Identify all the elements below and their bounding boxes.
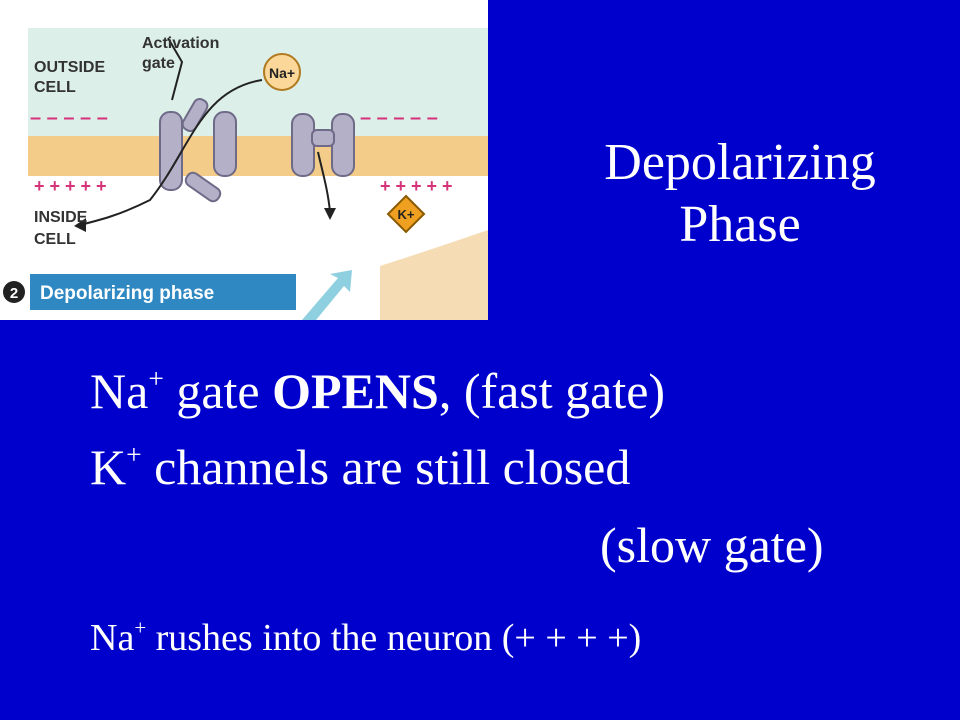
slow-gate-note: (slow gate) [600, 517, 824, 573]
step-number: 2 [10, 285, 18, 302]
line1-text-b: , (fast gate) [438, 363, 666, 419]
outside-cell-region [28, 28, 488, 136]
k-channel-left-subunit [291, 113, 315, 177]
step-banner [30, 274, 296, 310]
line1-text-a: gate [163, 363, 273, 419]
k-ion [386, 194, 426, 234]
inside-label-1: INSIDE [34, 209, 88, 226]
outside-label-2: CELL [34, 79, 76, 96]
slide-title: Depolarizing Phase [560, 132, 920, 256]
outside-charges-right: – – – – – [360, 107, 438, 129]
step-number-badge [3, 281, 25, 303]
na-symbol: Na [90, 363, 149, 419]
line4-text: rushes into the neuron (+ + + +) [146, 617, 642, 659]
k-ion-label: K+ [398, 207, 415, 222]
na-charge-2: + [134, 615, 147, 640]
line2-text: channels are still closed [141, 439, 631, 495]
activation-pointer [167, 37, 184, 101]
k-flow-arrow [317, 151, 331, 213]
na-flow-arrow [79, 79, 263, 226]
membrane-band [28, 136, 488, 176]
title-line-2: Phase [679, 196, 801, 253]
k-charge: + [126, 438, 142, 470]
k-channel-gate [311, 129, 335, 147]
na-channel-left-subunit [159, 111, 183, 191]
ion-channel-diagram: – – – – – – – – – – + + + + + + + + + + … [3, 28, 488, 320]
trace-background [380, 230, 488, 320]
na-channel-right-subunit [213, 111, 237, 177]
k-channel-statement: K+ channels are still closed [90, 438, 630, 496]
step-label: Depolarizing phase [40, 283, 214, 304]
activation-gate [181, 97, 209, 133]
na-symbol-2: Na [90, 617, 135, 659]
inside-charges-right: + + + + + [380, 176, 453, 196]
na-influx-statement: Na+ rushes into the neuron (+ + + +) [90, 616, 641, 660]
ion-channel-figure: – – – – – – – – – – + + + + + + + + + + … [0, 0, 488, 320]
title-line-1: Depolarizing [604, 134, 876, 191]
na-charge: + [148, 362, 164, 394]
activation-label-2: gate [142, 55, 175, 72]
k-arrowhead [324, 208, 336, 220]
na-gate-statement: Na+ gate OPENS, (fast gate) [90, 362, 665, 420]
na-ion-label: Na+ [269, 65, 295, 81]
opens-emphasis: OPENS [272, 363, 439, 419]
activation-label-1: Activation [142, 35, 219, 52]
trace-up-arrow [302, 270, 352, 320]
inactivation-gate [184, 171, 222, 203]
inside-label-2: CELL [34, 231, 76, 248]
inside-charges-left: + + + + + [34, 176, 107, 196]
na-arrowhead [74, 218, 86, 232]
outside-charges-left: – – – – – [30, 107, 108, 129]
k-channel-right-subunit [331, 113, 355, 177]
outside-label-1: OUTSIDE [34, 59, 105, 76]
k-symbol: K [90, 439, 127, 495]
na-ion [263, 53, 301, 91]
